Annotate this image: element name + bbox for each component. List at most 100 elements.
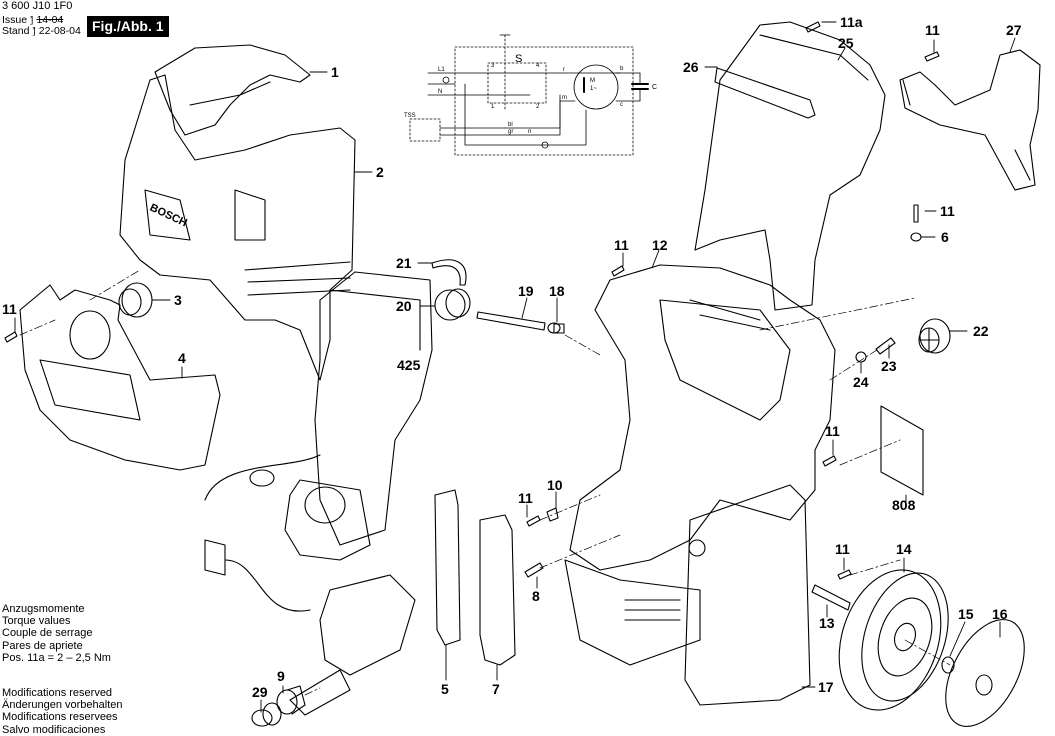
part-19-tube: [476, 311, 546, 331]
wiring-label: M: [590, 78, 595, 84]
callout-17: 17: [818, 679, 834, 695]
callout-11a: 11a: [840, 14, 863, 30]
callout-3: 3: [174, 292, 182, 308]
callout-11: 11: [925, 22, 940, 38]
part-808-label: [880, 405, 924, 496]
part-4-front-cover: [19, 284, 221, 471]
part-18-fitting: [547, 322, 565, 334]
wiring-label: gr: [508, 129, 513, 135]
torque-note-line: Couple de serrage: [2, 627, 93, 640]
torque-note: Anzugsmomente Torque values Couple de se…: [2, 603, 111, 664]
torque-note-line: Torque values: [2, 615, 71, 628]
pressure-switch-tss: [409, 118, 441, 142]
assembly-lines: [19, 269, 951, 696]
wiring-label: b: [620, 66, 624, 72]
wiring-label: TSS: [404, 113, 416, 119]
part-425-motor: [204, 271, 433, 716]
document-number: 3 600 J10 1F0: [2, 0, 73, 12]
modifications-note: Modifications reserved Änderungen vorbeh…: [2, 687, 122, 736]
screw-11a: [805, 21, 821, 33]
callout-21: 21: [396, 255, 412, 271]
callout-18: 18: [549, 283, 565, 299]
callout-9: 9: [277, 668, 285, 684]
part-20-filter: [434, 288, 471, 321]
callout-26: 26: [683, 59, 699, 75]
torque-note-line: Pos. 11a = 2 – 2,5 Nm: [2, 651, 111, 664]
switch-s: [487, 62, 547, 104]
callout-11: 11: [940, 203, 955, 219]
screw-11-mid: [526, 515, 541, 527]
part-10-nut: [546, 507, 559, 522]
part-6-washer: [910, 232, 922, 242]
issue-label: Issue: [2, 14, 28, 26]
part-15-clip: [941, 656, 955, 674]
wiring-label: c: [620, 102, 623, 108]
callout-4: 4: [178, 350, 186, 366]
wiring-label: N: [438, 89, 442, 95]
issue-stand-block: Issue ⦐ 14-04 Stand ⦐ 22-08-04: [2, 14, 81, 37]
screw-11-wheel: [837, 569, 852, 580]
callout-24: 24: [853, 374, 869, 390]
wiring-label: bl: [508, 122, 513, 128]
part-29-coupling: [251, 702, 282, 727]
figure-badge: Fig./Abb. 1: [87, 16, 169, 37]
callout-29: 29: [252, 684, 268, 700]
part-8-screw: [524, 562, 544, 578]
callout-23: 23: [881, 358, 897, 374]
wiring-label: r: [563, 67, 565, 73]
part-17-side-panel: [684, 484, 811, 706]
part-16-hubcap: [945, 619, 1025, 727]
callout-14: 14: [896, 541, 912, 557]
callout-11: 11: [835, 541, 850, 557]
motor-symbol: [573, 64, 619, 110]
callout-2: 2: [376, 164, 384, 180]
wiring-label-switch: S: [515, 53, 522, 65]
callout-11: 11: [2, 301, 17, 317]
screw-11-top-right: [924, 51, 940, 62]
part-23-screw: [875, 337, 896, 355]
wiring-label: 3: [491, 63, 495, 69]
wiring-label: 1~: [590, 86, 597, 92]
stand-value: 22-08-04: [38, 25, 81, 37]
wiring-label: 2: [536, 104, 540, 110]
part-13-axle: [811, 584, 851, 611]
callout-12: 12: [652, 237, 668, 253]
callout-7: 7: [492, 681, 500, 697]
leader-lines: [14, 21, 1016, 713]
callout-25: 25: [838, 35, 854, 51]
issue-value: 14-04: [36, 14, 64, 26]
part-12-frame: [569, 264, 836, 571]
part-7-bracket: [479, 514, 516, 666]
bosch-logo: BOSCH: [148, 202, 189, 230]
part-3-ring: [118, 282, 153, 318]
part-22-cap: [918, 318, 951, 354]
screw-11-left: [4, 331, 18, 343]
part-26-handle-grip: [714, 67, 816, 119]
part-21-hose: [431, 259, 467, 286]
modifications-note-line: Modifications reserved: [2, 687, 113, 699]
screw-11-right: [913, 204, 919, 223]
callout-808: 808: [892, 497, 916, 513]
part-1-hood: [154, 44, 311, 136]
callout-10: 10: [547, 477, 563, 493]
part-14-wheel: [838, 569, 949, 711]
modifications-note-line: Salvo modificaciones: [2, 723, 106, 736]
callout-11: 11: [825, 423, 840, 439]
callout-20: 20: [396, 298, 412, 314]
wiring-label: m: [562, 95, 567, 101]
part-27-cord-holder: [899, 49, 1041, 191]
callout-425: 425: [397, 357, 421, 373]
callout-16: 16: [992, 606, 1008, 622]
callout-6: 6: [941, 229, 949, 245]
wiring-label: C: [652, 84, 657, 91]
wiring-diagram: S 3 4 1 2 L1 N M 1~ C b c r m TSS bl gr …: [404, 34, 657, 156]
callout-15: 15: [958, 606, 974, 622]
part-25-handle-frame: [694, 21, 886, 311]
callout-27: 27: [1006, 22, 1022, 38]
wiring-label: n: [528, 129, 531, 135]
screw-11-frame: [611, 265, 625, 277]
callout-5: 5: [441, 681, 449, 697]
wiring-label: L1: [438, 67, 445, 73]
ground-symbol: [442, 76, 450, 84]
